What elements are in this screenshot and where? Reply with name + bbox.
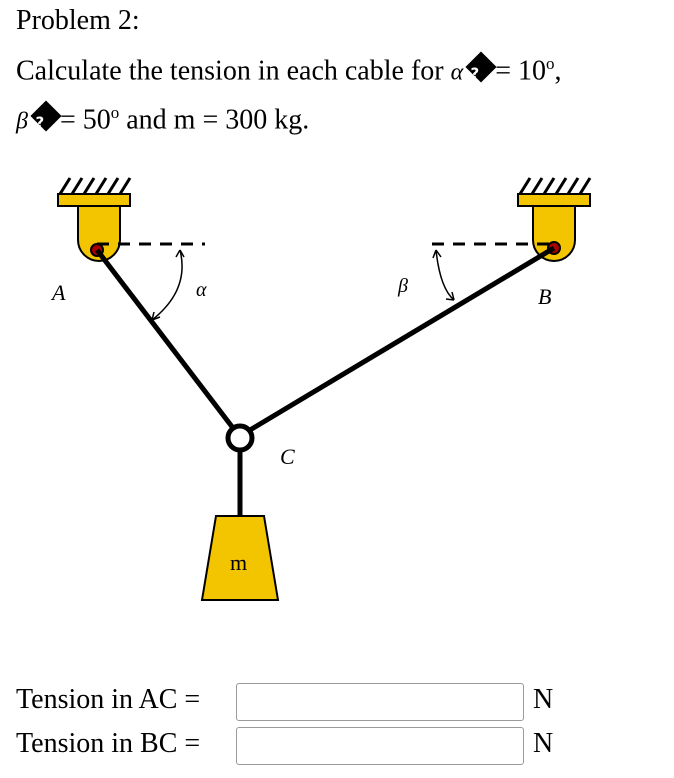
unknown-glyph-icon: ? bbox=[30, 100, 62, 132]
cable-ac bbox=[95, 248, 235, 430]
alpha-arc bbox=[151, 249, 183, 321]
beta-symbol: β bbox=[16, 108, 28, 135]
unknown-glyph-icon: ? bbox=[465, 51, 497, 83]
ring-c bbox=[225, 423, 255, 453]
support-a bbox=[57, 177, 132, 262]
answer-row-bc: Tension in BC = bbox=[16, 724, 236, 764]
statement-text: Calculate the tension in each cable for bbox=[16, 55, 444, 87]
mass-text: and m = 300 kg. bbox=[126, 104, 310, 136]
problem-heading: Problem 2: bbox=[16, 5, 140, 36]
tension-ac-unit: N bbox=[533, 684, 554, 715]
label-b: B bbox=[538, 284, 551, 309]
cable-bc bbox=[248, 245, 556, 433]
label-beta: β bbox=[397, 275, 408, 297]
tension-bc-unit: N bbox=[533, 728, 554, 759]
beta-degree: o bbox=[110, 103, 120, 122]
alpha-degree: o bbox=[546, 54, 555, 73]
cable-diagram: A B C α β m bbox=[50, 177, 592, 601]
support-b bbox=[517, 177, 592, 262]
alpha-value: = 10 bbox=[495, 55, 546, 87]
label-c: C bbox=[280, 444, 295, 469]
tension-bc-input[interactable] bbox=[236, 727, 524, 765]
beta-arc bbox=[435, 249, 455, 301]
problem-statement-line: Calculate the tension in each cable for … bbox=[16, 47, 562, 89]
label-alpha: α bbox=[196, 279, 207, 301]
problem-statement-line-2: β?= 50o and m = 300 kg. bbox=[16, 96, 309, 138]
beta-value: = 50 bbox=[59, 104, 111, 136]
tension-bc-label: Tension in BC = bbox=[16, 728, 201, 759]
label-a: A bbox=[50, 280, 66, 305]
tension-ac-label: Tension in AC = bbox=[16, 684, 201, 715]
label-mass: m bbox=[230, 550, 247, 575]
comma: , bbox=[554, 55, 562, 87]
mass-block bbox=[200, 515, 280, 601]
answer-row-ac: Tension in AC = bbox=[16, 680, 236, 720]
tension-ac-input[interactable] bbox=[236, 683, 524, 721]
alpha-symbol: α bbox=[450, 59, 464, 86]
